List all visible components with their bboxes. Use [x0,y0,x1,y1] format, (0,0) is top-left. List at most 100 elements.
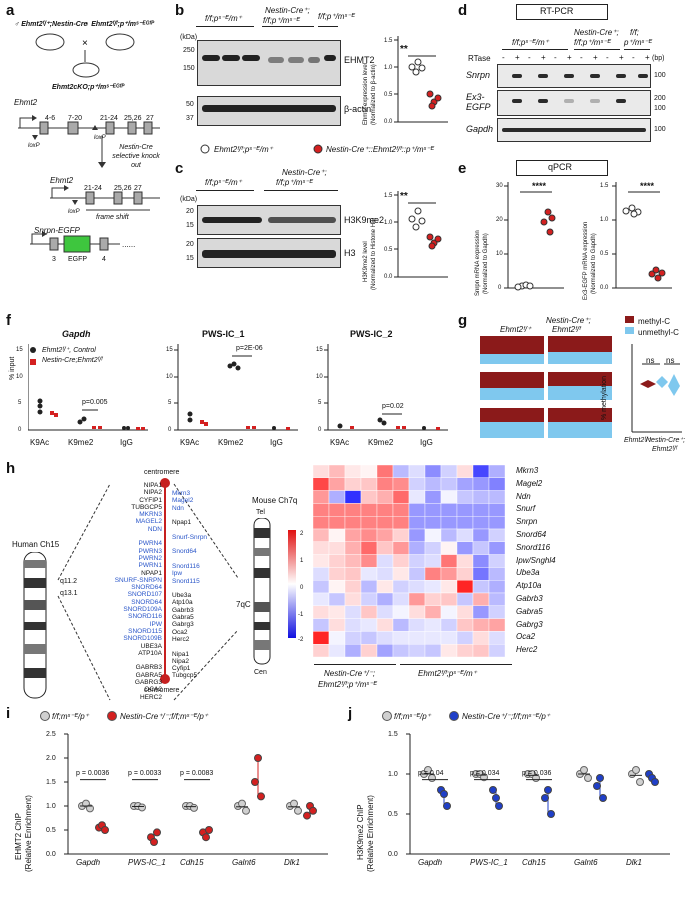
c-mw2-15: 15 [186,255,194,262]
heatmap-cell [440,503,458,517]
cross-male: ♂ Ehmt2ᶠ/⁺;Nestin-Cre [14,21,88,28]
snrpn-egfp-label: Snrpn-EGFP [34,226,80,235]
e-t2-0.5: 0.5 [600,251,609,257]
gene-label: Tubgcp5 [172,672,198,680]
gene-label [172,541,242,548]
heatmap-cell [360,477,378,491]
gene-label: PWRN3 [138,547,162,555]
sign: + [645,53,650,62]
e-ylabel2b: (Normalized to Gapdh) [591,233,597,294]
c-significance: ** [400,191,408,202]
f1-x-k9me2: K9me2 [68,438,94,447]
j-ylabel2: (Relative Enrichment) [366,795,375,872]
gene-label [98,533,162,540]
heatmap-cell [360,541,378,555]
frameshift-label: frame shift [96,214,129,221]
heatmap-cell [408,618,426,632]
heatmap-cell [488,516,506,530]
sign: - [528,53,531,62]
gene-label: Ndn [172,504,184,512]
f3-x-k9ac: K9Ac [330,438,350,447]
f2-x-k9me2: K9me2 [218,438,244,447]
d-gene-egfp: EGFP [466,102,491,112]
heatmap-cell [440,631,458,645]
h-scale-0: 0 [300,585,304,591]
p-value: p = 0.0083 [180,769,214,777]
e-t2-0.0: 0.0 [600,285,609,291]
gene-label: SNORD116 [128,613,162,621]
heatmap-cell [424,465,442,479]
f1-t10: 10 [16,374,23,380]
d-bp: (bp) [652,55,665,62]
h-q11: q11.2 [60,578,77,585]
loxp-label-3: loxP [68,209,80,215]
heatmap-cell [313,618,330,632]
heatmap-cell [424,592,442,607]
e-sig2: **** [640,181,655,191]
heatmap-cell [456,592,474,607]
data-point [303,811,311,820]
tick-label: 0.0 [388,851,398,858]
heatmap-cell [424,567,442,581]
heatmap-cell [344,554,362,568]
g-methylation-grid [480,336,612,440]
heatmap-cell [376,643,394,658]
sign: - [606,53,609,62]
heatmap-cell [488,643,506,658]
heatmap-cell [456,554,474,568]
heatmap-cell [360,643,378,658]
j-ylabel1: H3K9me2 ChIP [356,804,365,860]
e-t2-1.5: 1.5 [600,183,609,189]
e-egfp-plot [612,182,672,289]
h-tel: Tel [256,509,265,516]
h-colorbar [288,530,296,638]
category-label: Galnt6 [574,858,598,867]
heatmap-cell [328,490,346,504]
exon-label-3: 21-24 [100,115,118,122]
heatmap-cell [408,554,426,568]
b-tick-1.5: 1.5 [384,38,393,44]
heatmap-cell [344,516,362,530]
gene-label: PWRN4 [138,540,162,548]
sign: + [541,53,546,62]
heatmap-cell [360,503,378,517]
b-mw-37: 37 [186,115,194,122]
tick-label: 0.0 [46,851,56,858]
heatmap-cell [424,554,442,568]
gene-label: ATP10A [138,649,162,657]
category-label: Dlk1 [284,858,301,867]
f2-t0: 0 [168,427,172,433]
panel-label-a: a [6,2,15,19]
heatmap-cell [408,541,426,555]
gene-label: SNORD109B [123,635,162,643]
data-point [580,766,588,774]
heatmap-cell [328,618,346,632]
data-point [238,799,246,808]
heatmap-cell [472,528,490,543]
heatmap-cell [360,567,378,581]
data-point [86,804,94,813]
g-header-2b: Ehmt2ᶠ/ᶠ [552,325,581,334]
offspring-genotype: Ehmt2cKO;p⁺/mˢ⁻ᴱᴳᶠᴾ [52,84,125,91]
heatmap-cell [344,465,362,479]
heatmap-cell [392,465,410,479]
heatmap-row-label: Snord64 [516,530,547,539]
i-ylabel2: (Relative Enrichment) [24,795,33,872]
heatmap-cell [328,528,346,543]
heatmap-cell [456,643,474,658]
heatmap-cell [472,605,490,619]
data-point [593,782,601,790]
gene-label [172,526,242,533]
heatmap-cell [376,592,394,607]
heatmap-cell [376,618,394,632]
f2-t10: 10 [166,374,173,380]
data-point [596,774,604,782]
f1-x-igg: IgG [120,438,133,447]
c-quant-plot [394,191,448,278]
heatmap-cell [488,528,506,543]
data-point [190,803,198,812]
heatmap-cell [344,541,362,555]
h-col1a: Nestin-Cre⁺/⁻; [324,669,376,678]
actin-blot [197,96,341,126]
b-mw-50: 50 [186,101,194,108]
